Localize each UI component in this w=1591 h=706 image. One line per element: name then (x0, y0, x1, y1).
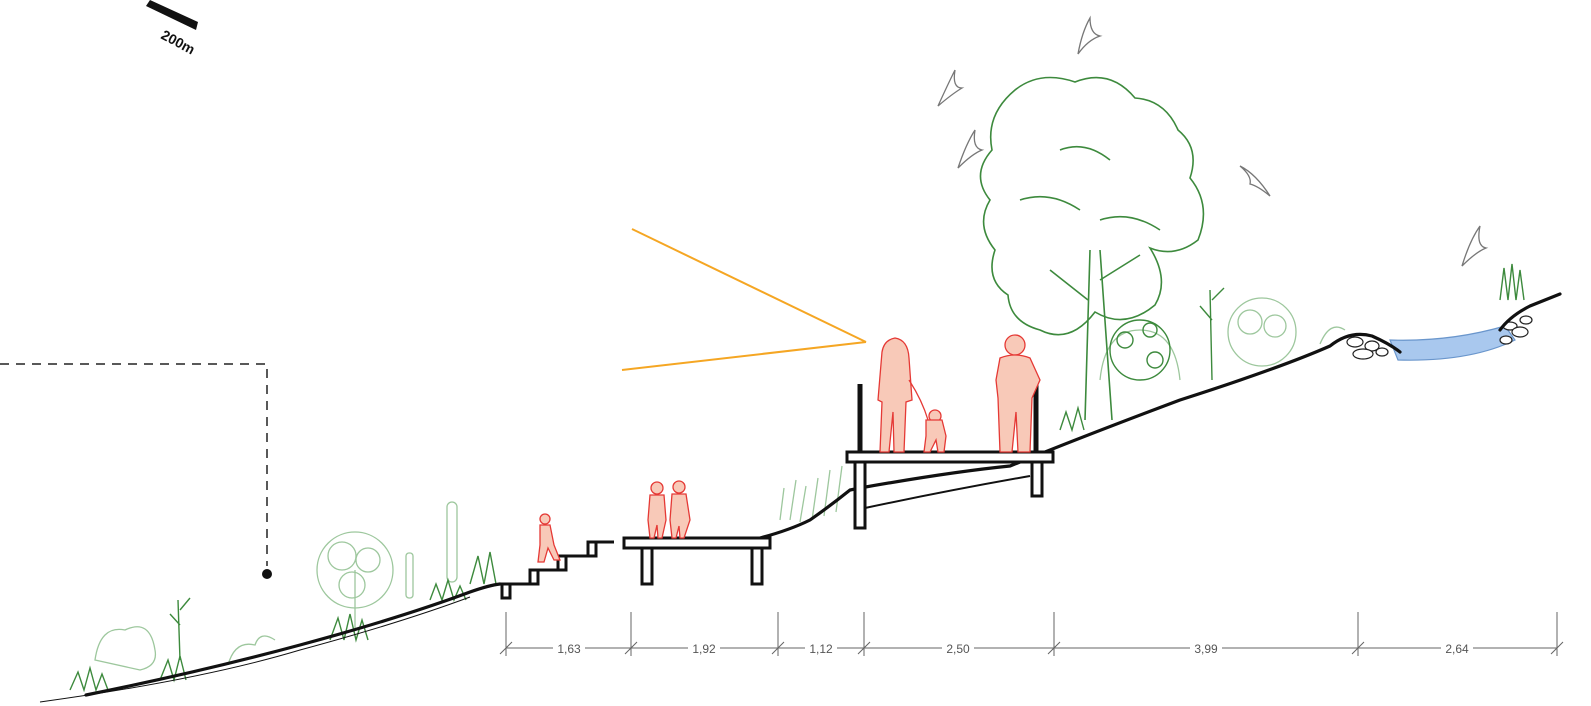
people (537, 334, 1041, 563)
person-adult-woman (877, 337, 913, 453)
dimension-label: 2,64 (1445, 642, 1469, 656)
dimension-label: 1,63 (557, 642, 581, 656)
dimension-chain (499, 612, 1564, 656)
view-cone (621, 228, 867, 371)
dimension-label: 1,12 (809, 642, 833, 656)
rocks (1346, 315, 1533, 360)
vegetation-dark (69, 263, 1525, 693)
ground-thin-underline (39, 596, 471, 703)
dimension-labels: 1,63 1,92 1,12 2,50 3,99 2,64 (553, 640, 1473, 656)
dimension-label: 3,99 (1194, 642, 1218, 656)
dog (908, 379, 947, 453)
person-adult-man (995, 334, 1041, 453)
vegetation-light (94, 297, 1346, 671)
lower-deck (622, 536, 772, 586)
dimension-label: 2,50 (946, 642, 970, 656)
scale-bar-label: 200m (159, 27, 198, 58)
stairs (500, 540, 614, 600)
pond-water (1389, 325, 1516, 361)
ground-profile (84, 292, 1562, 697)
dimension-label: 1,92 (692, 642, 716, 656)
tree-large (979, 76, 1205, 421)
scale-bar: 200m (146, 0, 198, 57)
birds (937, 15, 1489, 267)
upper-platform (845, 384, 1055, 530)
person-child-stairs (537, 513, 561, 563)
section-cut-marker (0, 363, 272, 579)
person-children-deck (647, 480, 691, 539)
